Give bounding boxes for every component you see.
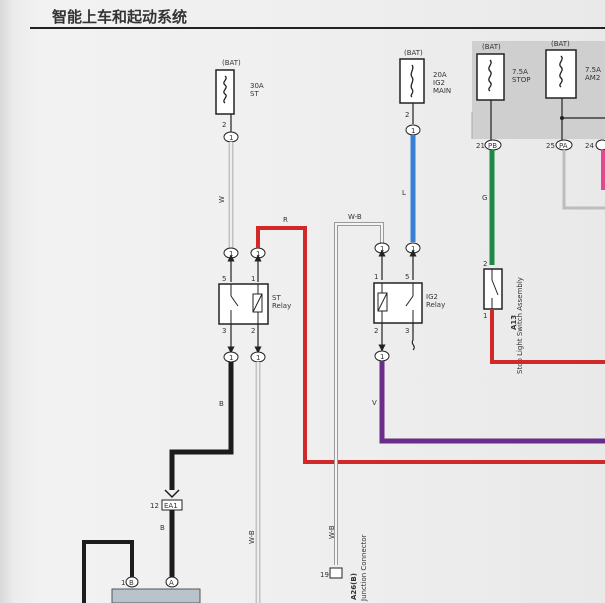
wire-w-right xyxy=(562,150,605,210)
svg-text:1: 1 xyxy=(229,134,233,142)
relay-name: ST xyxy=(272,294,281,302)
svg-text:24: 24 xyxy=(585,142,594,150)
fuse-source: (BAT) xyxy=(482,43,501,51)
svg-text:25: 25 xyxy=(546,142,555,150)
svg-text:12: 12 xyxy=(150,502,159,510)
fuse-name: STOP xyxy=(512,76,530,84)
fuse-source: (BAT) xyxy=(404,49,423,57)
junction-code: A26(B) xyxy=(350,573,358,600)
wire-label-w-b: W-B xyxy=(248,530,256,544)
wire-label-r: R xyxy=(283,216,288,224)
svg-text:1: 1 xyxy=(229,250,233,258)
connector-a xyxy=(165,576,179,588)
svg-text:21: 21 xyxy=(476,142,485,150)
fuse-7-5a-am2: (BAT) 7.5A AM2 xyxy=(545,40,601,99)
pin-label: 2 xyxy=(405,111,409,119)
st-relay: 5 1 ST Relay 3 2 xyxy=(218,275,291,335)
pin-label: 2 xyxy=(222,121,226,129)
wire-r-stop xyxy=(490,309,605,364)
svg-text:A: A xyxy=(169,579,174,587)
relay-pin: 2 xyxy=(251,327,255,335)
svg-text:1: 1 xyxy=(411,245,415,253)
svg-text:1: 1 xyxy=(229,354,233,362)
switch-code: A13 xyxy=(510,315,518,330)
fuse-rating: 20A xyxy=(433,71,447,79)
svg-text:EA1: EA1 xyxy=(164,502,178,510)
wire-label-b: B xyxy=(219,400,224,408)
relay-pin: 3 xyxy=(222,327,226,335)
fuse-name: MAIN xyxy=(433,87,451,95)
svg-text:PA: PA xyxy=(559,142,568,150)
stop-light-switch: 2 1 A13 Stop Light Switch Assembly xyxy=(483,260,524,374)
wire-b xyxy=(169,362,234,490)
fuse-20a-ig2-main: (BAT) 20A IG2 MAIN xyxy=(399,49,451,104)
switch-pin: 2 xyxy=(483,260,487,268)
svg-text:PB: PB xyxy=(488,142,497,150)
page-title: 智能上车和起动系统 xyxy=(52,8,187,26)
wire-v xyxy=(379,361,605,444)
wire-b-left xyxy=(82,540,134,603)
connector-b xyxy=(125,576,139,588)
relay-name: IG2 xyxy=(426,293,438,301)
fuse-rating: 7.5A xyxy=(585,66,601,74)
fuse-30a-st: (BAT) 30A ST xyxy=(215,59,264,115)
svg-text:1: 1 xyxy=(380,245,384,253)
svg-text:1: 1 xyxy=(256,250,260,258)
wire-label-v: V xyxy=(372,399,377,407)
wire-label-w-b: W-B xyxy=(348,213,362,221)
relay-pin: 1 xyxy=(374,273,378,281)
junction-name: Junction Connector xyxy=(360,534,368,602)
svg-text:1: 1 xyxy=(411,127,415,135)
relay-pin: 2 xyxy=(374,327,378,335)
fuse-name: AM2 xyxy=(585,74,600,82)
wire-label-b: B xyxy=(160,524,165,532)
switch-pin: 1 xyxy=(483,312,487,320)
relay-pin: 1 xyxy=(251,275,255,283)
relay-pin: 3 xyxy=(405,327,409,335)
junction-connector xyxy=(329,567,343,579)
svg-text:19: 19 xyxy=(320,571,329,579)
fuse-source: (BAT) xyxy=(222,59,241,67)
relay-name: Relay xyxy=(426,301,445,309)
wire-stub xyxy=(411,323,415,351)
svg-text:B: B xyxy=(129,579,134,587)
svg-text:1: 1 xyxy=(121,579,125,587)
fuse-7-5a-stop: (BAT) 7.5A STOP xyxy=(476,43,530,101)
ecu-block xyxy=(111,588,201,603)
fuse-name: IG2 xyxy=(433,79,445,87)
fuse-rating: 30A xyxy=(250,82,264,90)
relay-name: Relay xyxy=(272,302,291,310)
connector-partial xyxy=(595,139,605,151)
fuse-name: ST xyxy=(250,90,259,98)
relay-pin: 5 xyxy=(222,275,226,283)
wire-r xyxy=(256,226,605,464)
wire-label-l: L xyxy=(402,189,406,197)
wire-label-w-b: W-B xyxy=(328,525,336,539)
wire-label-w: W xyxy=(218,196,226,203)
svg-text:1: 1 xyxy=(256,354,260,362)
svg-text:1: 1 xyxy=(380,353,384,361)
relay-pin: 5 xyxy=(405,273,409,281)
fuse-rating: 7.5A xyxy=(512,68,528,76)
switch-name: Stop Light Switch Assembly xyxy=(516,277,524,374)
fuse-source: (BAT) xyxy=(551,40,570,48)
wire-label-g: G xyxy=(482,194,487,202)
ig2-relay: 1 5 IG2 Relay 2 3 xyxy=(373,273,445,335)
